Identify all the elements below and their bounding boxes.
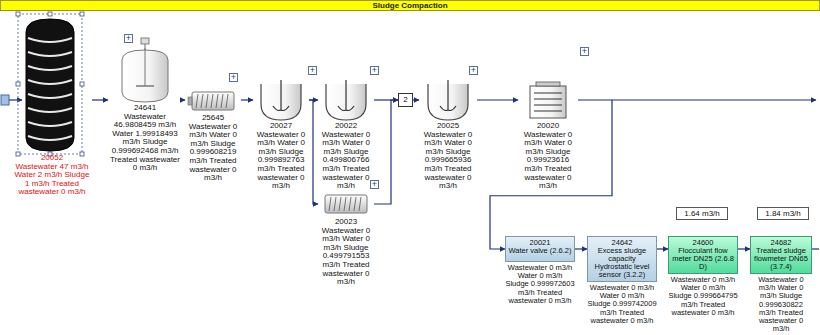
expand-button: +	[370, 180, 379, 189]
equipment-name: Flocculant flow meter DN25 (2.6.8 D)	[671, 247, 735, 271]
flow-values: Wastewater 0 m3/h Water 0 m3/h Sludge 0.…	[587, 284, 657, 325]
equipment-node: 20025Wastewater 0 m3/h Water 0 m3/h Slud…	[419, 78, 477, 191]
flow-line	[738, 248, 750, 249]
equipment-name: Water valve (2.6.2)	[508, 247, 572, 255]
flow-display: 1.64 m3/h	[676, 207, 728, 220]
equipment-box-face: 20021Water valve (2.6.2)	[505, 236, 575, 262]
equipment-node: 20027Wastewater 0 m3/h Water 0 m3/h Slud…	[253, 78, 309, 191]
flow-values: Wastewater 0 m3/h Water 0 m3/h Sludge 0.…	[518, 131, 578, 191]
expand-button: +	[308, 66, 317, 75]
flow-values: Wastewater 46.9808459 m3/h Water 1.99918…	[108, 113, 182, 173]
equipment-id: 20027	[253, 122, 309, 131]
equipment-box-face: 24600Flocculant flow meter DN25 (2.6.8 D…	[668, 236, 738, 274]
flow-values: Wastewater 0 m3/h Water 0 m3/h Sludge 0.…	[318, 131, 374, 191]
equipment-node: 20052Wastewater 47 m3/h Water 2 m3/h Slu…	[12, 16, 92, 197]
flow-line	[477, 99, 518, 100]
equipment-id: 20022	[318, 122, 374, 131]
connector-number: 2	[399, 94, 412, 106]
equipment-box-face: 24642Excess sludge capacity Hydrostatic …	[587, 236, 657, 282]
flow-line	[241, 99, 253, 100]
expand-button: +	[580, 47, 589, 56]
equipment-name: Treated sludge flowmeter DN65 (3.7.4)	[753, 247, 809, 271]
equipment-node: 20020Wastewater 0 m3/h Water 0 m3/h Slud…	[518, 82, 578, 191]
equipment-id: 20052	[12, 154, 92, 163]
equipment-id: 20020	[518, 122, 578, 131]
equipment-box: 20021Water valve (2.6.2)Wastewater 0 m3/…	[505, 236, 575, 305]
flow-line	[309, 100, 318, 204]
equipment-box: 24600Flocculant flow meter DN25 (2.6.8 D…	[668, 236, 738, 317]
equipment-name: Excess sludge capacity Hydrostatic level…	[590, 247, 654, 279]
expand-button: +	[124, 34, 133, 43]
flow-values: Wastewater 0 m3/h Water 0 m3/h Sludge 0.…	[253, 131, 309, 191]
expand-button: +	[229, 73, 238, 82]
flow-line	[490, 100, 612, 249]
equipment-id: 20025	[419, 122, 477, 131]
equipment-node: 25645Wastewater 0 m3/h Water 0 m3/h Slud…	[185, 86, 241, 183]
title-band: Sludge Compaction	[0, 0, 820, 11]
flow-values: Wastewater 0 m3/h Water 0 m3/h Sludge 0.…	[318, 227, 374, 287]
flow-line	[575, 248, 587, 249]
flow-line	[413, 99, 419, 100]
flow-line	[182, 99, 185, 100]
expand-button: +	[469, 66, 478, 75]
equipment-id: 24682	[753, 239, 809, 247]
flow-values: Wastewater 0 m3/h Water 0 m3/h Sludge 0.…	[505, 264, 575, 305]
equipment-box: 24682Treated sludge flowmeter DN65 (3.7.…	[750, 236, 812, 333]
equipment-id: 24600	[671, 239, 735, 247]
equipment-id: 20023	[318, 218, 374, 227]
equipment-id: 24641	[108, 104, 182, 113]
flow-values: Wastewater 0 m3/h Water 0 m3/h Sludge 0.…	[185, 123, 241, 183]
expand-button: +	[370, 66, 379, 75]
equipment-node: 24641Wastewater 46.9808459 m3/h Water 1.…	[108, 38, 182, 173]
flow-line	[92, 99, 108, 100]
equipment-id: 25645	[185, 114, 241, 123]
flow-values: Wastewater 47 m3/h Water 2 m3/h Sludge 1…	[12, 163, 92, 197]
flow-values: Wastewater 0 m3/h Water 0 m3/h Sludge 0.…	[419, 131, 477, 191]
flow-display: 1.84 m3/h	[757, 207, 809, 220]
flow-values: Wastewater 0 m3/h Water 0 m3/h Sludge 0.…	[750, 276, 812, 333]
flow-line	[657, 248, 668, 249]
equipment-node: 20022Wastewater 0 m3/h Water 0 m3/h Slud…	[318, 78, 374, 191]
equipment-id: 20021	[508, 239, 572, 247]
equipment-box: 24642Excess sludge capacity Hydrostatic …	[587, 236, 657, 325]
flow-values: Wastewater 0 m3/h Water 0 m3/h Sludge 0.…	[668, 276, 738, 317]
page-connector: 2	[398, 93, 413, 107]
equipment-box-face: 24682Treated sludge flowmeter DN65 (3.7.…	[750, 236, 812, 274]
equipment-node: 20023Wastewater 0 m3/h Water 0 m3/h Slud…	[318, 190, 374, 287]
equipment-id: 24642	[590, 239, 654, 247]
